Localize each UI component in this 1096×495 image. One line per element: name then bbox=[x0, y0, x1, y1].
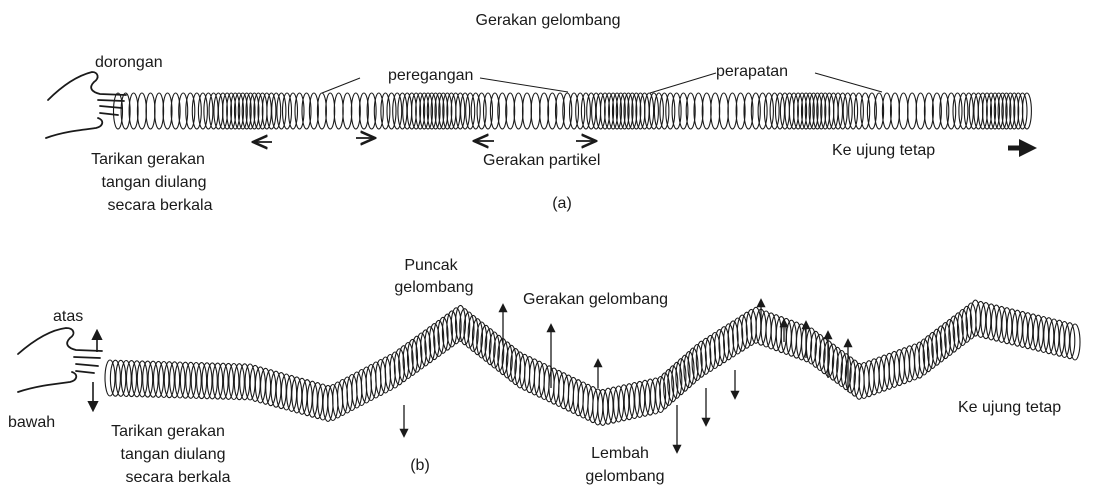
spring-coil bbox=[277, 93, 286, 129]
spring-coil bbox=[343, 93, 352, 129]
panel-a-title: Gerakan gelombang bbox=[476, 12, 621, 29]
spring-coil bbox=[393, 93, 402, 129]
svg-text:secara berkala: secara berkala bbox=[108, 197, 213, 214]
caption-b: (b) bbox=[410, 457, 430, 474]
particle-motion-arrows bbox=[253, 138, 596, 142]
fixed-end-arrow-icon bbox=[1008, 139, 1037, 157]
svg-text:gelombang: gelombang bbox=[394, 279, 473, 296]
svg-text:gelombang: gelombang bbox=[585, 468, 664, 485]
spring-coil bbox=[899, 93, 908, 129]
crest-label: Puncak gelombang bbox=[394, 257, 473, 296]
up-label: atas bbox=[53, 308, 83, 325]
spring-coil bbox=[908, 93, 917, 129]
panel-a: Gerakan gelombang dorongan peregangan pe… bbox=[46, 12, 1037, 214]
fixed-end-label-a: Ke ujung tetap bbox=[832, 142, 935, 159]
spring-coil bbox=[581, 93, 590, 129]
rarefaction-label: peregangan bbox=[388, 67, 473, 84]
caption-a: (a) bbox=[552, 195, 572, 212]
longitudinal-spring bbox=[114, 93, 1032, 129]
hand-note-b: Tarikan gerakan tangan diulang secara be… bbox=[111, 423, 230, 486]
spring-coil bbox=[719, 93, 728, 129]
spring-coil bbox=[916, 93, 925, 129]
svg-text:Lembah: Lembah bbox=[591, 445, 649, 462]
spring-coil bbox=[514, 93, 523, 129]
spring-coil bbox=[137, 93, 146, 129]
spring-coil bbox=[204, 93, 213, 129]
svg-text:Puncak: Puncak bbox=[404, 257, 458, 274]
spring-coil bbox=[387, 93, 396, 129]
particle-motion-label: Gerakan partikel bbox=[483, 152, 600, 169]
svg-text:Tarikan gerakan: Tarikan gerakan bbox=[111, 423, 225, 440]
compression-label: perapatan bbox=[716, 63, 788, 80]
spring-coil bbox=[523, 93, 532, 129]
spring-coil bbox=[959, 93, 968, 129]
trough-label: Lembah gelombang bbox=[585, 445, 664, 485]
panel-b: atas bawah Puncak gelombang Gerakan gelo… bbox=[8, 257, 1080, 486]
hand-note-a: Tarikan gerakan tangan diulang secara be… bbox=[91, 151, 212, 214]
spring-coil bbox=[576, 93, 585, 129]
push-label: dorongan bbox=[95, 54, 163, 71]
svg-text:tangan diulang: tangan diulang bbox=[102, 174, 207, 191]
wave-motion-label: Gerakan gelombang bbox=[523, 291, 668, 308]
svg-text:tangan diulang: tangan diulang bbox=[121, 446, 226, 463]
svg-text:Tarikan gerakan: Tarikan gerakan bbox=[91, 151, 205, 168]
spring-coil bbox=[770, 93, 779, 129]
spring-coil bbox=[466, 93, 475, 129]
fixed-end-label-b: Ke ujung tetap bbox=[958, 399, 1061, 416]
up-down-arrows bbox=[93, 331, 97, 410]
spring-coil bbox=[711, 93, 720, 129]
spring-coil bbox=[155, 93, 164, 129]
spring-coil bbox=[326, 93, 335, 129]
spring-coil bbox=[146, 93, 155, 129]
down-label: bawah bbox=[8, 414, 55, 431]
spring-coil bbox=[764, 93, 773, 129]
spring-coil bbox=[334, 93, 343, 129]
svg-text:secara berkala: secara berkala bbox=[126, 469, 231, 486]
spring-coil bbox=[531, 93, 540, 129]
spring-coil bbox=[198, 93, 207, 129]
displacement-arrows bbox=[404, 300, 848, 452]
spring-coil bbox=[295, 93, 304, 129]
hand-b bbox=[18, 328, 102, 392]
transverse-spring bbox=[105, 300, 1080, 425]
